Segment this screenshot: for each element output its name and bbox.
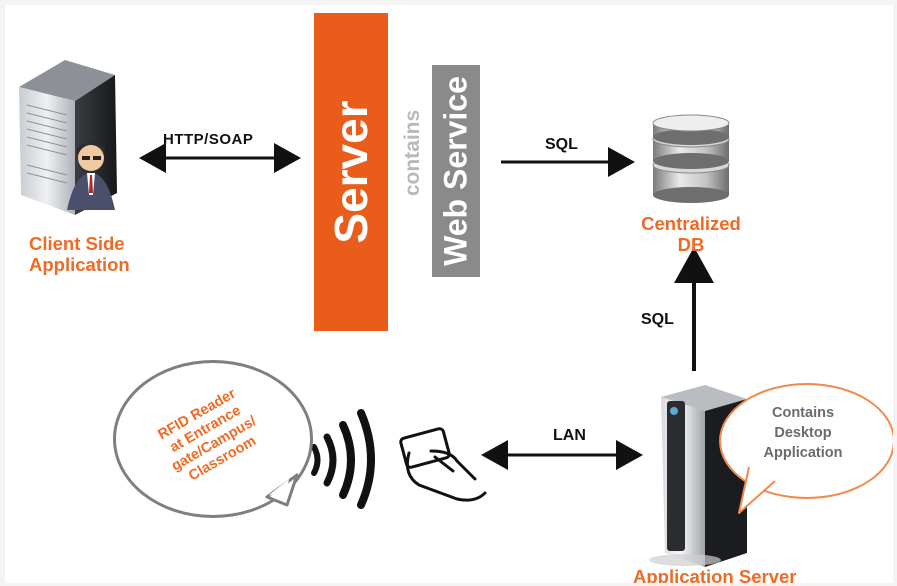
edge-label-sql-right: SQL bbox=[641, 311, 674, 328]
edge-label-lan: LAN bbox=[553, 427, 586, 444]
web-service-label: Web Service bbox=[437, 76, 474, 266]
server-label: Server bbox=[325, 100, 377, 244]
edge-label-sql-top: SQL bbox=[545, 136, 578, 153]
edge-label-http-soap: HTTP/SOAP bbox=[163, 131, 254, 148]
app-server-label: Application Server bbox=[633, 566, 797, 583]
client-label: Client Side Application bbox=[29, 233, 130, 275]
db-label: Centralized DB bbox=[641, 213, 741, 255]
diagram-canvas: Server contains Web Service HTTP/SOAP SQ… bbox=[5, 5, 893, 583]
web-service-block: Web Service bbox=[432, 65, 480, 277]
server-block: Server bbox=[314, 13, 388, 331]
contains-label: contains bbox=[401, 109, 424, 197]
desktop-app-text: Contains Desktop Application bbox=[763, 405, 843, 461]
